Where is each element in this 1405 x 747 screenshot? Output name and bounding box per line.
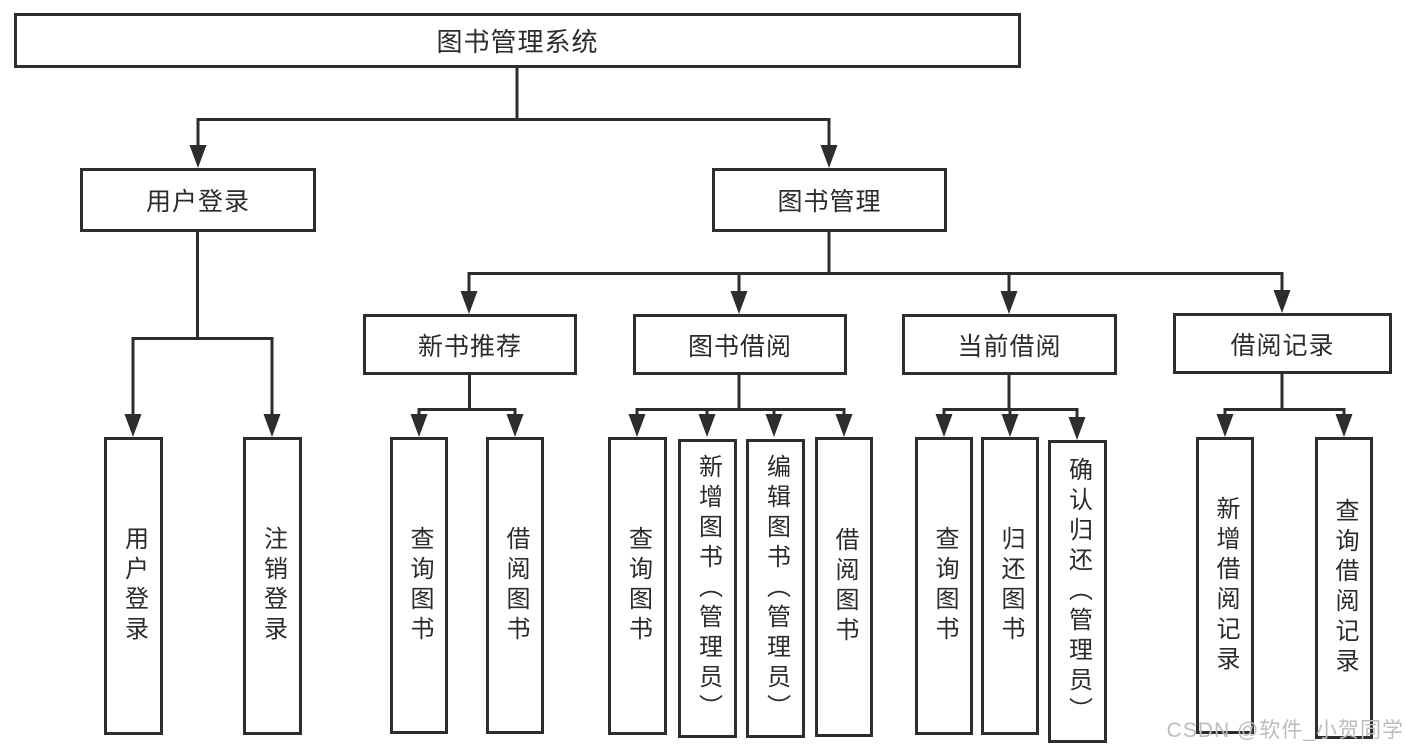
arrowhead [1273,290,1291,313]
node-label: 查询图书 [624,526,652,646]
arrowhead [263,414,281,437]
arrowhead [460,291,478,314]
arrowhead [628,414,646,437]
node-current-borrow: 当前借阅 [902,314,1117,375]
node-label: 查询借阅记录 [1331,498,1358,678]
node-user-login: 用户登录 [80,168,316,232]
connector-line [942,375,1079,418]
arrowhead [765,414,783,437]
node-label: 图书管理 [777,188,882,216]
node-label: 编辑图书（管理员） [762,453,790,724]
arrowhead [1000,291,1018,314]
arrowhead [1216,414,1234,437]
node-label: 查询图书 [931,526,958,646]
node-label: 借阅图书 [831,527,858,647]
arrowhead [1068,417,1086,440]
leaf-logout: 注销登录 [243,437,302,735]
node-label: 当前借阅 [957,332,1062,361]
arrowhead [189,145,207,168]
leaf-borrow-book-2: 借阅图书 [815,437,873,737]
csdn-watermark: CSDN @软件_小贺同学 [1166,719,1404,742]
arrowhead [935,414,953,437]
connector-borrow-record-children [1216,374,1353,437]
arrowhead [730,291,748,314]
connector-current-borrow-children [935,375,1086,440]
arrowhead [1335,414,1353,437]
connector-root-to-level2 [189,68,838,168]
leaf-query-book-3: 查询图书 [915,437,973,735]
node-label: 图书管理系统 [436,27,599,57]
node-label: 查询图书 [406,525,433,646]
leaf-edit-book-admin: 编辑图书（管理员） [746,439,805,738]
leaf-user-login: 用户登录 [104,437,163,735]
node-label: 借阅记录 [1230,331,1335,360]
arrowhead [124,414,142,437]
leaf-query-book-2: 查询图书 [608,437,667,735]
node-label: 注销登录 [259,526,287,646]
arrowhead [506,414,524,437]
connector-line [1223,374,1346,415]
node-label: 归还图书 [997,526,1024,646]
arrowhead [410,414,428,437]
node-label: 新增借阅记录 [1212,495,1239,676]
connector-line [467,232,1284,292]
connector-book-mgmt-to-level3 [460,232,1291,314]
node-book-management: 图书管理 [712,168,947,232]
connector-new-book-children [410,375,524,437]
leaf-return-book: 归还图书 [981,437,1039,735]
arrowhead [835,414,853,437]
connector-user-login-children [124,232,281,437]
node-book-borrow: 图书借阅 [633,314,847,375]
node-borrow-record: 借阅记录 [1173,313,1392,374]
leaf-query-borrow-record: 查询借阅记录 [1315,437,1373,739]
node-label: 新书推荐 [417,332,522,361]
node-label: 新增图书（管理员） [694,453,722,724]
connector-line [417,375,517,415]
node-label: 用户登录 [120,526,148,646]
arrowhead [698,414,716,437]
arrowhead [1001,414,1019,437]
node-root-system: 图书管理系统 [14,13,1021,68]
connector-book-borrow-children [628,375,853,437]
connector-line [131,232,274,415]
leaf-query-book-1: 查询图书 [390,437,448,734]
leaf-add-book-admin: 新增图书（管理员） [678,439,737,738]
node-label: 确认归还（管理员） [1064,456,1092,727]
node-label: 借阅图书 [502,525,529,646]
node-label: 图书借阅 [687,332,792,361]
leaf-borrow-book-1: 借阅图书 [486,437,544,734]
connector-line [635,375,846,415]
leaf-add-borrow-record: 新增借阅记录 [1196,437,1254,734]
leaf-confirm-return-admin: 确认归还（管理员） [1048,440,1107,743]
connector-line [196,68,831,147]
arrowhead [820,145,838,168]
node-label: 用户登录 [145,188,250,216]
node-new-book-recommend: 新书推荐 [363,314,577,375]
